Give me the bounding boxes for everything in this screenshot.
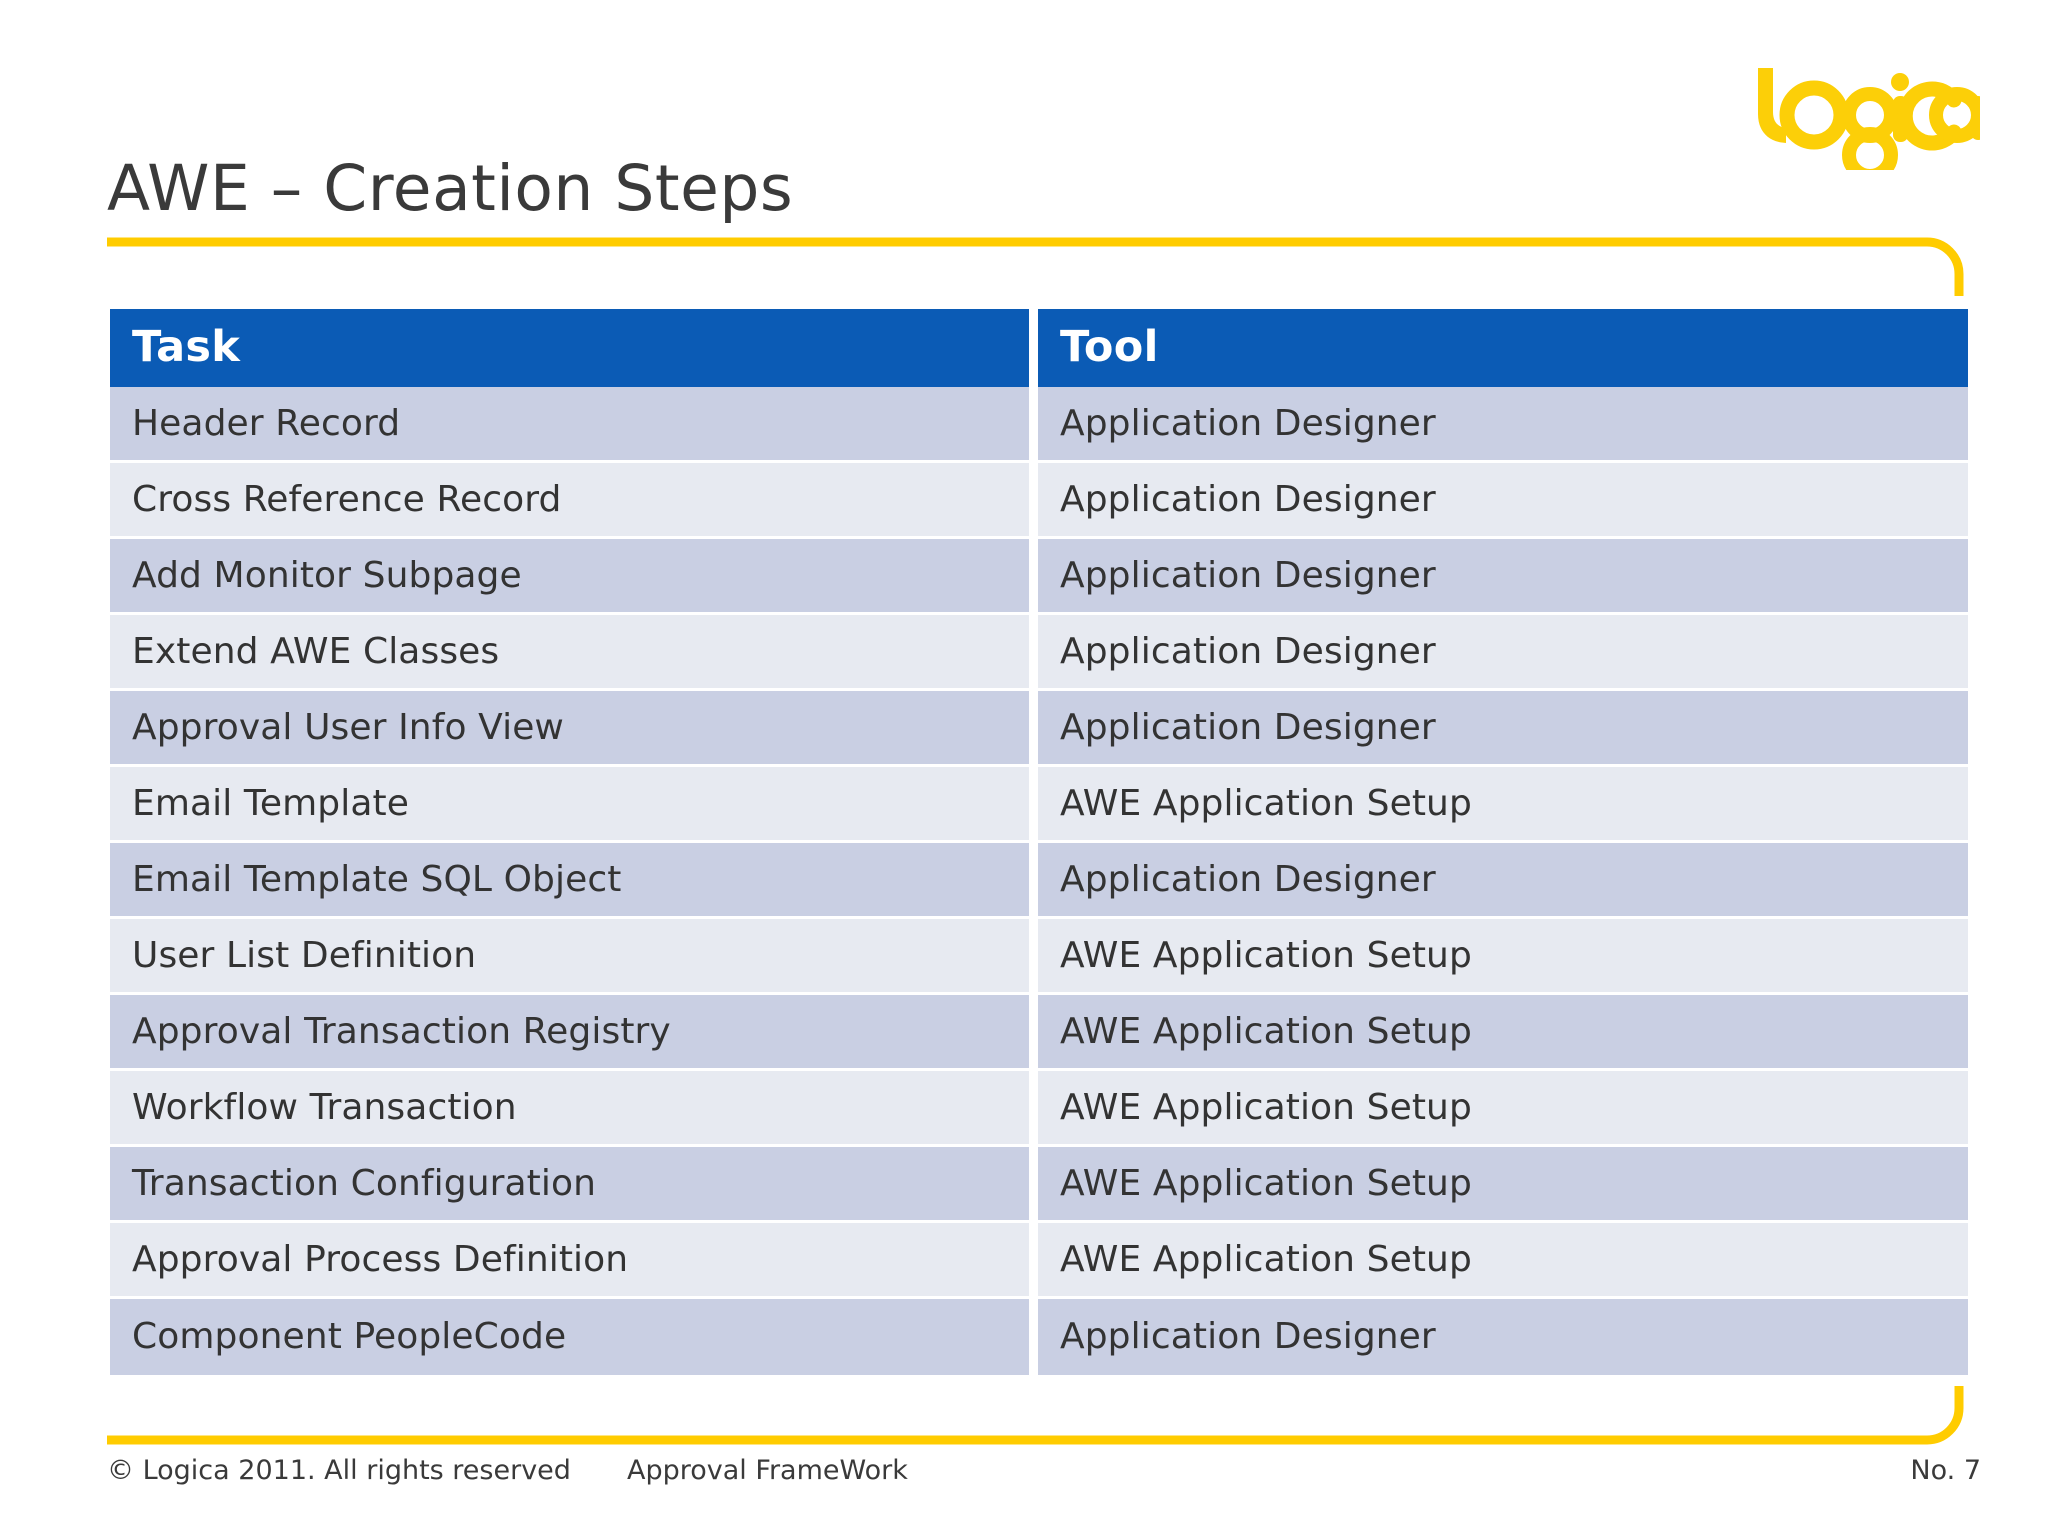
- cell-gap: [1029, 463, 1038, 539]
- logica-logo: [1748, 52, 1980, 170]
- table-row: Email Template AWE Application Setup: [110, 767, 1968, 843]
- accent-rule-bottom: [107, 1386, 1965, 1446]
- cell-task: Approval Process Definition: [110, 1223, 1029, 1299]
- cell-gap: [1029, 615, 1038, 691]
- table-row: Workflow Transaction AWE Application Set…: [110, 1071, 1968, 1147]
- cell-gap: [1029, 919, 1038, 995]
- table-row: User List Definition AWE Application Set…: [110, 919, 1968, 995]
- cell-task: Transaction Configuration: [110, 1147, 1029, 1223]
- cell-gap: [1029, 1071, 1038, 1147]
- page-title: AWE – Creation Steps: [107, 152, 794, 225]
- cell-tool: Application Designer: [1038, 691, 1968, 767]
- cell-tool: AWE Application Setup: [1038, 1147, 1968, 1223]
- cell-tool: Application Designer: [1038, 1299, 1968, 1375]
- cell-task: Workflow Transaction: [110, 1071, 1029, 1147]
- cell-gap: [1029, 995, 1038, 1071]
- cell-task: Approval Transaction Registry: [110, 995, 1029, 1071]
- cell-task: Approval User Info View: [110, 691, 1029, 767]
- column-header-tool: Tool: [1038, 309, 1968, 387]
- table-row: Email Template SQL Object Application De…: [110, 843, 1968, 919]
- cell-task: Cross Reference Record: [110, 463, 1029, 539]
- cell-gap: [1029, 843, 1038, 919]
- table-row: Transaction Configuration AWE Applicatio…: [110, 1147, 1968, 1223]
- cell-gap: [1029, 387, 1038, 463]
- table-row: Add Monitor Subpage Application Designer: [110, 539, 1968, 615]
- column-header-task: Task: [110, 309, 1029, 387]
- cell-gap: [1029, 1223, 1038, 1299]
- cell-tool: AWE Application Setup: [1038, 995, 1968, 1071]
- accent-rule-top: [107, 236, 1965, 296]
- cell-task: Add Monitor Subpage: [110, 539, 1029, 615]
- footer-subject: Approval FrameWork: [627, 1455, 908, 1486]
- footer-page-number: No. 7: [1910, 1455, 1981, 1486]
- cell-task: Email Template: [110, 767, 1029, 843]
- table-row: Extend AWE Classes Application Designer: [110, 615, 1968, 691]
- creation-steps-table: Task Tool Header Record Application Desi…: [110, 309, 1968, 1375]
- cell-tool: AWE Application Setup: [1038, 1071, 1968, 1147]
- cell-gap: [1029, 767, 1038, 843]
- cell-tool: AWE Application Setup: [1038, 919, 1968, 995]
- table-row: Approval Transaction Registry AWE Applic…: [110, 995, 1968, 1071]
- cell-task: Header Record: [110, 387, 1029, 463]
- table-row: Approval Process Definition AWE Applicat…: [110, 1223, 1968, 1299]
- cell-tool: Application Designer: [1038, 539, 1968, 615]
- table-row: Approval User Info View Application Desi…: [110, 691, 1968, 767]
- cell-task: Component PeopleCode: [110, 1299, 1029, 1375]
- cell-task: Extend AWE Classes: [110, 615, 1029, 691]
- cell-task: Email Template SQL Object: [110, 843, 1029, 919]
- table-row: Component PeopleCode Application Designe…: [110, 1299, 1968, 1375]
- cell-task: User List Definition: [110, 919, 1029, 995]
- table-row: Header Record Application Designer: [110, 387, 1968, 463]
- cell-gap: [1029, 691, 1038, 767]
- cell-tool: AWE Application Setup: [1038, 1223, 1968, 1299]
- slide-footer: © Logica 2011. All rights reserved Appro…: [0, 1455, 2048, 1505]
- column-divider: [1029, 309, 1038, 387]
- cell-tool: Application Designer: [1038, 387, 1968, 463]
- cell-tool: Application Designer: [1038, 463, 1968, 539]
- footer-copyright: © Logica 2011. All rights reserved: [107, 1455, 571, 1486]
- cell-gap: [1029, 539, 1038, 615]
- cell-tool: AWE Application Setup: [1038, 767, 1968, 843]
- cell-tool: Application Designer: [1038, 843, 1968, 919]
- table-header-row: Task Tool: [110, 309, 1968, 387]
- cell-tool: Application Designer: [1038, 615, 1968, 691]
- table-body: Header Record Application Designer Cross…: [110, 387, 1968, 1375]
- table-row: Cross Reference Record Application Desig…: [110, 463, 1968, 539]
- cell-gap: [1029, 1147, 1038, 1223]
- cell-gap: [1029, 1299, 1038, 1375]
